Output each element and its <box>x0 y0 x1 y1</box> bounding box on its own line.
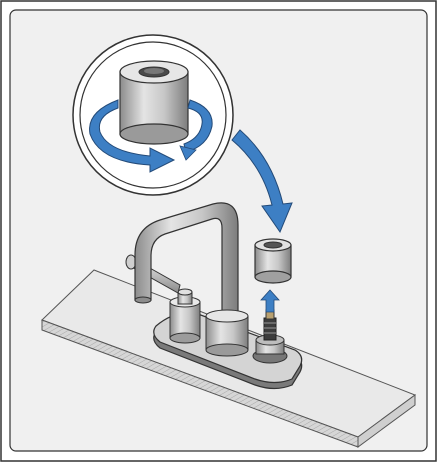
left-valve-body <box>169 288 201 344</box>
up-arrow-icon <box>260 289 280 313</box>
center-base <box>205 309 249 357</box>
right-valve-stem <box>252 309 288 364</box>
floating-adapter-cap <box>254 238 292 284</box>
rotate-arrow-icon <box>89 99 213 173</box>
enlarged-adapter-cap <box>119 60 189 145</box>
curved-down-arrow-icon <box>231 129 293 234</box>
